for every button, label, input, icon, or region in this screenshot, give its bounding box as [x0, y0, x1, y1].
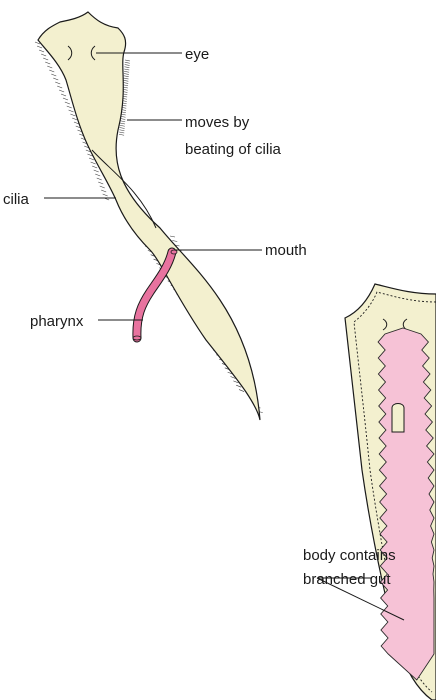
cilium [124, 76, 129, 77]
cilium [119, 134, 124, 135]
cilium [65, 102, 70, 104]
cilium [123, 83, 128, 84]
cilium [43, 58, 48, 60]
cilium [69, 110, 74, 112]
cilium [100, 186, 105, 188]
cilium [125, 65, 130, 66]
pharynx-opening [133, 336, 141, 340]
cilium [39, 50, 44, 52]
cilium [47, 66, 52, 68]
flatworm-side-view: eye moves by beating of cilia cilia mout… [3, 12, 307, 420]
cilium [89, 158, 94, 160]
cilium [91, 162, 96, 164]
cilium [41, 54, 46, 56]
cilium [120, 123, 125, 124]
eye-label: eye [185, 46, 209, 63]
cilium [59, 90, 64, 92]
cilium [124, 71, 129, 72]
mouth-opening [171, 250, 177, 254]
cilium [170, 236, 175, 237]
cilium [236, 385, 241, 387]
cilium [55, 82, 60, 84]
cilium [101, 190, 106, 192]
gut-label-line2: branched gut [303, 571, 391, 588]
cilium [94, 170, 99, 172]
flatworm-side-body [38, 12, 260, 420]
cilium [124, 67, 129, 68]
flatworm-top-view: body contains branched gut [303, 284, 436, 700]
cilium [53, 78, 58, 80]
cilium [45, 62, 50, 64]
cilium [49, 70, 54, 72]
cilium [72, 118, 77, 120]
gut-label-line1: body contains [303, 547, 396, 564]
cilium [119, 132, 124, 133]
cilium [70, 114, 75, 116]
cilium [67, 106, 72, 108]
cilia-move-label-line1: moves by [185, 114, 250, 131]
cilium [63, 98, 68, 100]
cilium [239, 390, 244, 392]
cilium [120, 125, 125, 126]
cilium [97, 178, 102, 180]
cilia-label: cilia [3, 191, 29, 208]
cilium [95, 174, 100, 176]
cilium [124, 78, 129, 79]
top-pharynx [392, 404, 404, 433]
cilium [57, 86, 62, 88]
cilium [98, 182, 103, 184]
pharynx-fill [137, 252, 172, 338]
cilium [120, 121, 125, 122]
cilium [61, 94, 66, 96]
cilium [92, 166, 97, 168]
pharynx-label: pharynx [30, 313, 84, 330]
cilium [103, 194, 108, 196]
cilium [123, 80, 128, 81]
cilium [125, 62, 130, 63]
mouth-label: mouth [265, 242, 307, 259]
cilium [124, 74, 129, 75]
cilium [172, 241, 177, 242]
cilium [124, 69, 129, 70]
cilium [120, 119, 125, 120]
cilium [119, 130, 124, 131]
cilium [125, 60, 130, 61]
cilium [37, 46, 42, 48]
cilium [120, 128, 125, 129]
cilium [51, 74, 56, 76]
cilia-move-label-line2: beating of cilia [185, 141, 282, 158]
